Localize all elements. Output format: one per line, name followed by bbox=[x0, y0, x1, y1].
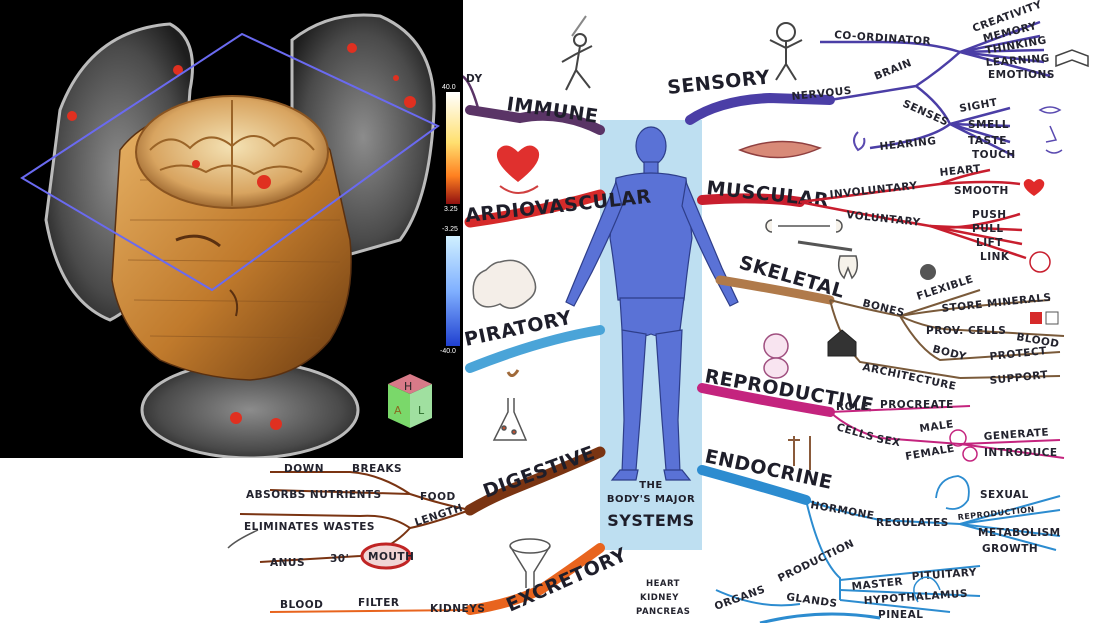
muscular-smooth: SMOOTH bbox=[954, 185, 1009, 197]
cube-label-front: A bbox=[394, 404, 402, 417]
orientation-cube-icon: H A L bbox=[388, 374, 432, 428]
tooth-sketch-icon bbox=[839, 256, 858, 278]
reproductive-male: MALE bbox=[919, 418, 955, 435]
heart-sketch-icon bbox=[497, 145, 539, 193]
skeletal-architecture: ARCHITECTURE bbox=[861, 361, 957, 393]
muscular-heart: HEART bbox=[939, 163, 982, 179]
endocrine-hormone: HORMONE bbox=[809, 499, 875, 522]
sensory-hearing: HEARING bbox=[879, 135, 937, 153]
reproductive-role: ROLE bbox=[836, 401, 869, 413]
eye-nose-mouth-sketch-icon bbox=[1040, 107, 1062, 153]
muscular-voluntary: VOLUNTARY bbox=[846, 209, 921, 229]
endocrine-kidney: KIDNEY bbox=[640, 593, 679, 603]
house-sketch-icon bbox=[828, 330, 856, 356]
runner-sketch-icon bbox=[562, 16, 592, 90]
digestive-anus: ANUS bbox=[270, 557, 305, 569]
baby-sketch-icon bbox=[764, 334, 788, 378]
endocrine-heart: HEART bbox=[646, 579, 680, 589]
digestive-breaks: BREAKS bbox=[352, 463, 402, 475]
excretory-kidneys: KIDNEYS bbox=[430, 603, 485, 615]
endocrine-glands: GLANDS bbox=[786, 591, 839, 610]
reproductive-sex: SEX bbox=[875, 433, 901, 449]
ear-sketch-icon bbox=[854, 132, 864, 150]
excretory-filter: FILTER bbox=[358, 597, 399, 609]
reproductive-female: FEMALE bbox=[904, 442, 955, 462]
colorbar-bottom-min: -3.25 bbox=[442, 226, 458, 233]
endocrine-pituitary: PITUITARY bbox=[911, 566, 977, 583]
system-excretory: EXCRETORY bbox=[503, 544, 630, 617]
muscular-push: PUSH bbox=[972, 209, 1007, 221]
muscular-link: LINK bbox=[980, 251, 1010, 263]
sensory-coordinator: CO-ORDINATOR bbox=[834, 29, 932, 48]
colorbar-top-max: 40.0 bbox=[442, 84, 456, 91]
skeletal-prov: PROV. bbox=[926, 325, 964, 337]
sensory-touch: TOUCH bbox=[972, 149, 1016, 161]
flask-sketch-icon bbox=[494, 370, 526, 440]
face-sketch-icon bbox=[936, 476, 969, 509]
blood-cells-sketch-icon bbox=[1030, 312, 1058, 324]
sensory-brain: BRAIN bbox=[873, 57, 914, 83]
endocrine-regulates: REGULATES bbox=[876, 517, 949, 529]
endocrine-organs: ORGANS bbox=[713, 583, 767, 612]
sensory-emotions: EMOTIONS bbox=[988, 69, 1055, 81]
cube-label-side: L bbox=[418, 404, 425, 417]
center-title-line3: SYSTEMS bbox=[607, 511, 694, 530]
digestive-food: FOOD bbox=[420, 491, 456, 503]
colorbar-bottom-max: -40.0 bbox=[440, 348, 456, 355]
center-title-line1: THE bbox=[639, 480, 663, 491]
skeletal-cells: CELLS bbox=[968, 325, 1006, 337]
colorbar-hot bbox=[446, 92, 460, 204]
endocrine-sexual: SEXUAL bbox=[980, 489, 1029, 501]
digestive-thirty-ft: 30' bbox=[330, 553, 349, 565]
digestive-mouth: MOUTH bbox=[368, 551, 414, 563]
sensory-taste: TASTE bbox=[968, 135, 1007, 147]
endocrine-pancreas: PANCREAS bbox=[636, 607, 690, 617]
colorbar-cold bbox=[446, 236, 460, 346]
skeletal-protect: PROTECT bbox=[989, 345, 1048, 363]
digestive-absorbs-nutrients: ABSORBS NUTRIENTS bbox=[246, 489, 382, 501]
skeletal-support: SUPPORT bbox=[989, 369, 1049, 387]
stick-figure-sketch-icon bbox=[770, 23, 802, 80]
endocrine-pineal: PINEAL bbox=[878, 609, 923, 621]
sensory-smell: SMELL bbox=[968, 119, 1009, 131]
bone-sketch-icon bbox=[766, 220, 852, 250]
lungs-sketch-icon bbox=[473, 260, 535, 308]
endocrine-production: PRODUCTION bbox=[776, 537, 856, 584]
brain-mri-image: H A L 40.0 3.25 -3.25 -40.0 bbox=[0, 0, 463, 458]
cell-sketch-icon bbox=[920, 264, 936, 280]
muscular-involuntary: INVOLUNTARY bbox=[829, 180, 918, 201]
system-muscular: MUSCULAR bbox=[705, 177, 829, 212]
muscle-fibre-sketch-icon bbox=[740, 141, 820, 157]
endocrine-growth: GROWTH bbox=[982, 543, 1038, 555]
endocrine-metabolism: METABOLISM bbox=[978, 527, 1061, 539]
sensory-branch bbox=[690, 98, 830, 120]
system-respiratory: PIRATORY bbox=[462, 307, 574, 351]
cube-label-top: H bbox=[404, 380, 412, 393]
muscular-pull: PULL bbox=[972, 223, 1004, 235]
excretory-blood: BLOOD bbox=[280, 599, 323, 611]
skeletal-bones: BONES bbox=[861, 297, 906, 319]
digestive-down: DOWN bbox=[284, 463, 324, 475]
center-title-line2: BODY'S MAJOR bbox=[607, 494, 695, 505]
colorbar-top-min: 3.25 bbox=[444, 206, 458, 213]
immune-body-fragment: DY bbox=[466, 73, 483, 85]
brain-cortex bbox=[136, 96, 328, 208]
reproductive-cells: CELLS bbox=[835, 421, 875, 443]
joint-sketch-icon bbox=[1030, 252, 1050, 272]
digestive-length: LENGTH bbox=[413, 502, 464, 529]
small-heart-icon bbox=[1024, 179, 1045, 196]
reproductive-procreate: PROCREATE bbox=[880, 399, 954, 411]
book-sketch-icon bbox=[1056, 50, 1088, 66]
muscular-lift: LIFT bbox=[976, 237, 1003, 249]
bottom-blue-arc bbox=[760, 614, 880, 623]
reproductive-introduce: INTRODUCE bbox=[984, 447, 1058, 459]
system-digestive: DIGESTIVE bbox=[480, 442, 598, 503]
digestive-eliminates-wastes: ELIMINATES WASTES bbox=[244, 521, 375, 533]
skeletal-store-minerals: STORE MINERALS bbox=[941, 292, 1052, 315]
